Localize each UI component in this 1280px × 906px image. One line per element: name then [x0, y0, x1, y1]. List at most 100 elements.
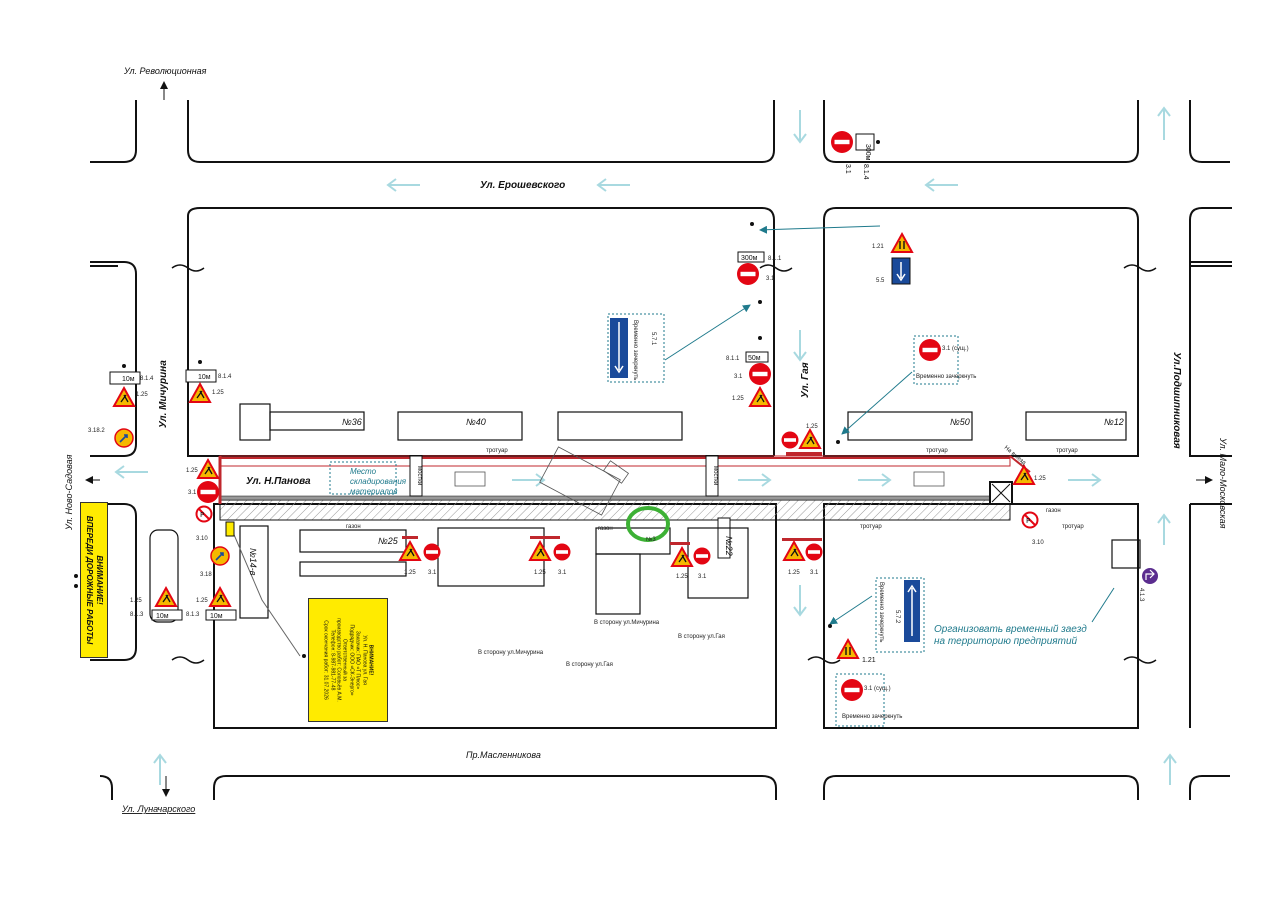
road-works-sign — [671, 547, 693, 567]
lawn-label: газон — [598, 526, 613, 532]
no-entry-sign — [805, 543, 823, 561]
worksite-zone — [218, 446, 1031, 559]
text-line: Место — [350, 467, 377, 476]
no-entry-sign — [841, 679, 863, 701]
road-works-sign — [799, 429, 821, 449]
sign-code-1-21: 1.21 — [862, 657, 876, 664]
house-36: №36 — [342, 417, 362, 427]
house-3: №3 — [646, 536, 656, 543]
sign-code-1-25: 1.25 — [732, 396, 744, 402]
distance-plate — [737, 251, 765, 263]
narrowing-warning-sign — [837, 639, 859, 659]
text-line: на территорию предприятий — [934, 636, 1078, 647]
temp-cancel-box — [607, 313, 665, 383]
sign-posts — [74, 140, 880, 658]
sign-code-3-1: 3.1 — [844, 164, 851, 174]
street-label-n-panova: Ул. Н.Панова — [246, 476, 311, 487]
street-label-gaya: Ул. Гая — [800, 362, 811, 398]
detour-sign — [210, 546, 230, 566]
sign-code-1-25: 1.25 — [186, 468, 198, 474]
no-entry-sign — [737, 263, 759, 285]
road-network — [90, 100, 1232, 800]
detour-sign — [114, 428, 134, 448]
info-board-line: Заказчик: ПАО «Т Плюс» — [354, 630, 361, 690]
sign-code-3-18: 3.18 — [200, 572, 212, 578]
no-entry-sign — [553, 543, 571, 561]
road-works-sign — [197, 459, 219, 479]
no-entry-sign — [781, 431, 799, 449]
sign-code-1-25: 1.25 — [212, 390, 224, 396]
temp-cancel-label: Временно зачеркнуть — [916, 374, 976, 380]
plate-10-label: 10м — [122, 376, 135, 383]
sign-code-3-10: 3.10 — [196, 536, 208, 542]
text-line: материалов — [350, 487, 397, 496]
road-works-sign — [399, 541, 421, 561]
temp-cancel-box — [835, 673, 885, 727]
no-entry-sign — [197, 481, 219, 503]
sign-code-8-1-3: 8.1.3 — [186, 612, 200, 618]
lawn-label: газон — [1046, 508, 1061, 514]
warning-text: ВНИМАНИЕ! ВПЕРЕДИ ДОРОЖНЫЕ РАБОТЫ — [84, 516, 104, 645]
temp-cancel-box — [875, 577, 925, 653]
sign-code-3-1-existing: 3.1 (сущ.) — [864, 686, 891, 692]
road-works-sign — [113, 387, 135, 407]
sidewalk-label: тротуар — [926, 448, 948, 454]
sign-code-5-7-1: 5.7.1 — [650, 332, 656, 346]
distance-plate — [745, 351, 769, 363]
sidewalk-label: тротуар — [860, 524, 882, 530]
info-board-line: Телефон: 8-987-981-77-48 — [329, 629, 336, 691]
street-label-novo-sadovaya: Ул. Ново-Садовая — [64, 454, 74, 531]
distance-plate — [185, 369, 217, 383]
no-entry-sign — [831, 131, 853, 153]
warning-line-2: ВПЕРЕДИ ДОРОЖНЫЕ РАБОТЫ — [85, 515, 94, 645]
roadworks-warning-board: ВНИМАНИЕ! ВПЕРЕДИ ДОРОЖНЫЕ РАБОТЫ — [80, 502, 108, 658]
no-entry-sign — [423, 543, 441, 561]
street-label-eroshevskogo: Ул. Ерошевского — [480, 180, 565, 191]
sign-code-3-1: 3.1 — [810, 570, 819, 576]
info-board-line: производство работ: Соловьёв А.М. — [335, 618, 342, 702]
temp-cancel-label: Временно зачеркнуть — [878, 582, 884, 642]
house-22: №22 — [724, 536, 734, 556]
plate-10-label: 10м — [156, 613, 169, 620]
highlight-marker — [626, 506, 670, 542]
street-label-podshipnikovaya: Ул.Подшипниковая — [1171, 352, 1182, 449]
sign-code-5-7-2: 5.7.2 — [894, 610, 900, 624]
sign-code-3-18-2: 3.18.2 — [88, 428, 105, 434]
house-50: №50 — [950, 417, 970, 427]
direction-note-michurina: В сторону ул.Мичурина — [594, 620, 660, 626]
road-works-sign — [783, 541, 805, 561]
sign-code-1-25: 1.25 — [1034, 476, 1046, 482]
house-14v: №14-в — [248, 548, 258, 576]
road-works-sign — [1013, 465, 1035, 485]
sign-code-3-10: 3.10 — [1032, 540, 1044, 546]
street-label-michurina: Ул. Мичурина — [158, 360, 169, 428]
road-signs: 300м 3.1 8.1.4 300м 8.1.1 3.1 1.21 5.5 В… — [88, 131, 1158, 727]
traffic-flow-arrows — [114, 106, 1177, 785]
no-stopping-sign — [1021, 511, 1039, 529]
distance-plate — [151, 609, 183, 621]
road-works-sign — [749, 387, 771, 407]
temp-cancel-label: Временно зачеркнуть — [632, 320, 638, 380]
work-trailer — [225, 521, 235, 537]
info-board-line: Подрядчик: ООО «СК-Энерго» — [348, 624, 355, 696]
road-works-sign — [155, 587, 177, 607]
direction-note-michurina: В сторону ул.Мичурина — [478, 650, 544, 656]
plate-10-label: 10м — [198, 374, 211, 381]
sign-code-8-1-1: 8.1.1 — [726, 356, 740, 362]
sign-code-1-25: 1.25 — [404, 570, 416, 576]
distance-plate — [855, 133, 875, 151]
sign-code-3-1: 3.1 — [698, 574, 707, 580]
info-board-line: Срок окончания работ: 31.07.2026 — [322, 620, 329, 700]
sign-code-3-1: 3.1 — [558, 570, 567, 576]
warning-line-1: ВНИМАНИЕ! — [95, 555, 104, 605]
sign-code-5-5: 5.5 — [876, 278, 885, 284]
direction-note-gaya: В сторону ул.Гая — [678, 634, 725, 640]
direction-note-gaya: В сторону ул.Гая — [566, 662, 613, 668]
street-label-malo-moskovskaya: Ул. Мало-Московская — [1218, 437, 1228, 529]
house-12: №12 — [1104, 417, 1124, 427]
plate-10-label: 10м — [210, 613, 223, 620]
distance-plate — [109, 371, 141, 385]
